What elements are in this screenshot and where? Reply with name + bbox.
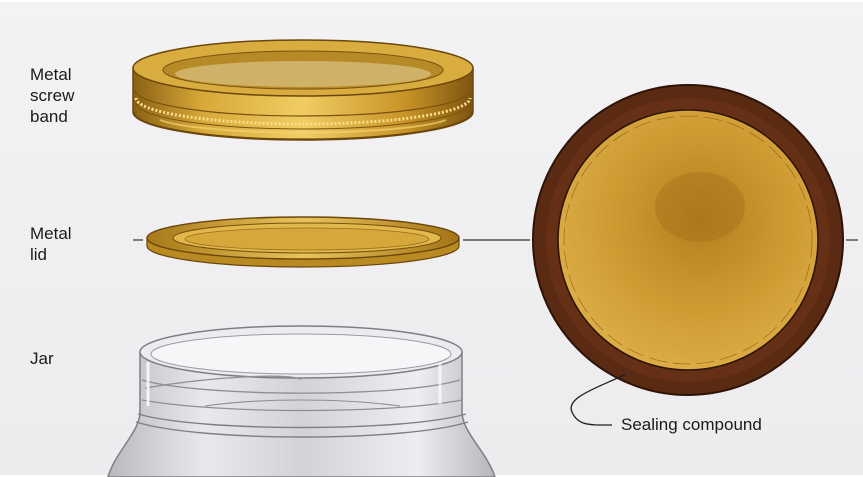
label-metal-lid: Metal lid: [30, 223, 140, 265]
metal-lid: [147, 217, 459, 267]
glass-jar: [108, 326, 495, 477]
label-sealing-compound: Sealing compound: [621, 414, 841, 435]
lid-top-view: [533, 85, 843, 395]
screw-band: [133, 40, 473, 140]
sealing-compound-leader: [571, 374, 626, 425]
label-jar: Jar: [30, 348, 140, 369]
label-screw-band: Metal screw band: [30, 64, 140, 127]
